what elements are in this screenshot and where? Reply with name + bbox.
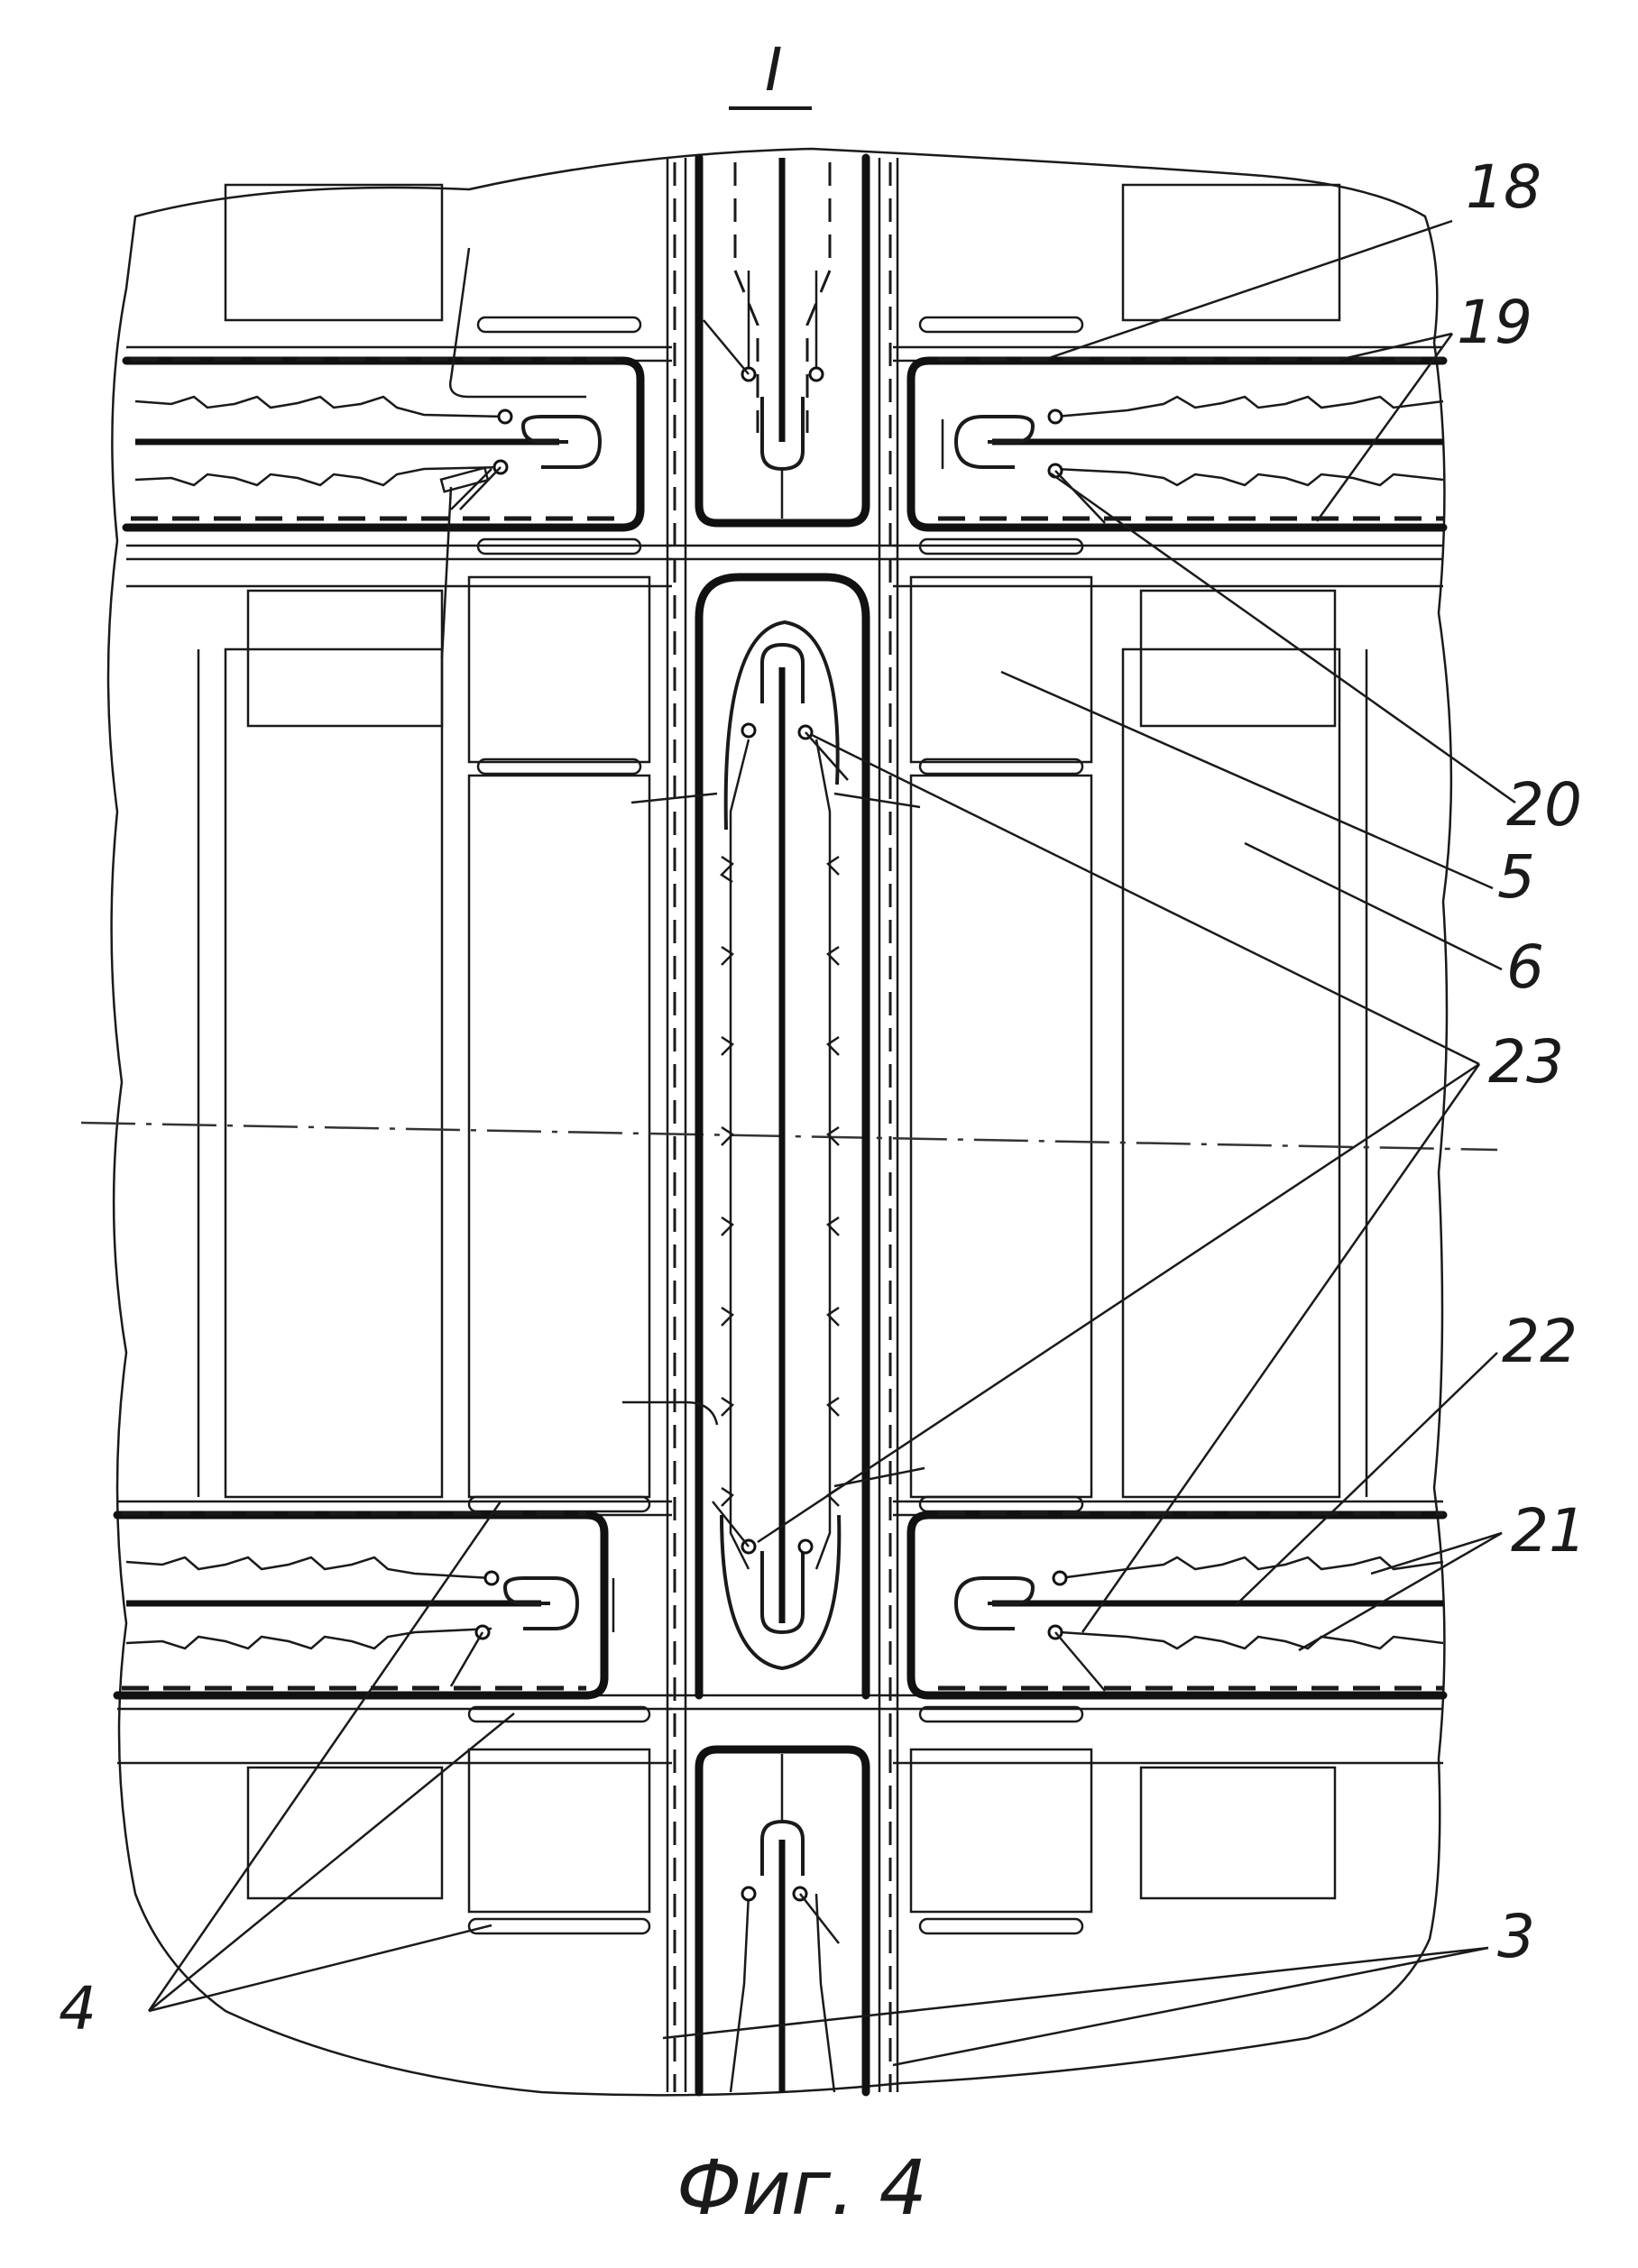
- callout-5: 5: [1497, 842, 1535, 912]
- callout-4: 4: [59, 1974, 97, 2043]
- callout-3: 3: [1497, 1902, 1535, 1971]
- callout-21: 21: [1511, 1496, 1587, 1566]
- section-label: I: [765, 35, 782, 105]
- flow-arrows: [440, 247, 925, 1488]
- element-center-long: [695, 573, 870, 1700]
- element-top-left: [122, 356, 645, 532]
- element-bottom-right: [906, 1510, 1448, 1700]
- leader-lines: [147, 219, 1516, 2067]
- callout-23: 23: [1488, 1027, 1564, 1097]
- axis-line: [80, 1121, 1498, 1152]
- callout-18: 18: [1466, 152, 1541, 222]
- element-bottom-left: [113, 1510, 615, 1700]
- break-outline: [106, 147, 1453, 2097]
- figure-caption: Фиг. 4: [676, 2144, 927, 2232]
- element-top-right: [906, 356, 1448, 532]
- element-center-top: [695, 153, 870, 528]
- element-center-bottom: [695, 1745, 870, 2097]
- callout-6: 6: [1506, 932, 1544, 1002]
- callout-20: 20: [1506, 770, 1582, 840]
- side-cells: [197, 183, 1368, 1914]
- callout-19: 19: [1457, 288, 1532, 357]
- central-channel: [666, 158, 899, 2092]
- callout-22: 22: [1502, 1307, 1578, 1376]
